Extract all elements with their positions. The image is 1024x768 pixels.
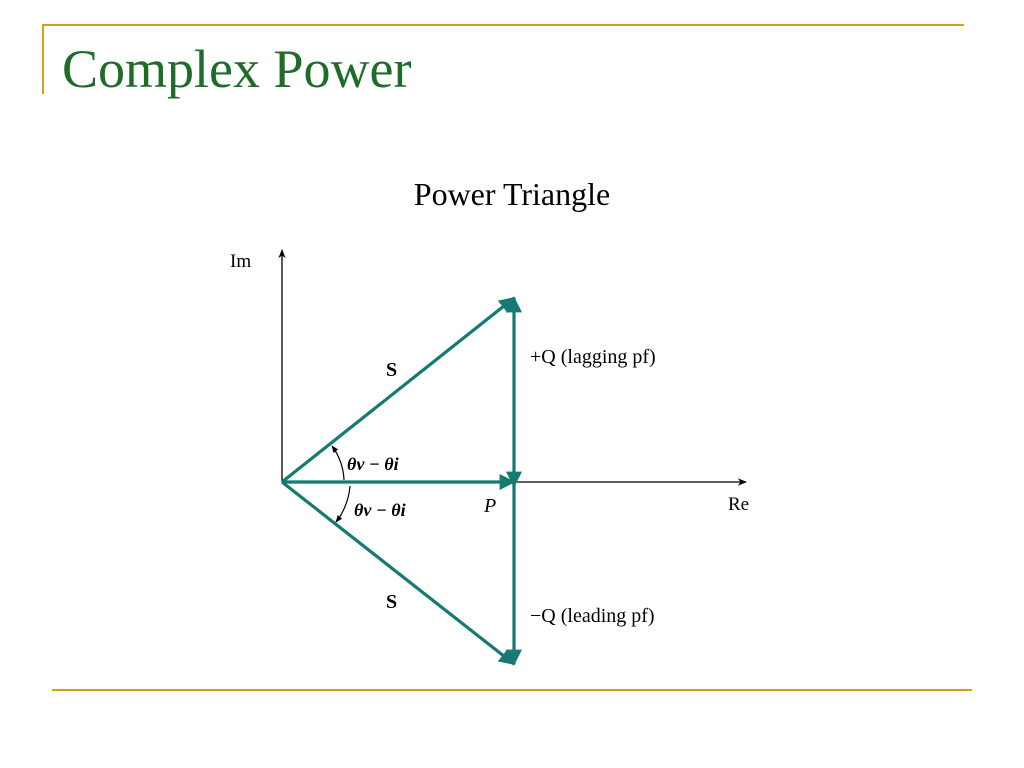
bottom-accent-rule — [52, 689, 972, 691]
slide-title: Complex Power — [62, 39, 412, 99]
diagram-title: Power Triangle — [413, 176, 611, 212]
q-positive-label: +Q (lagging pf) — [530, 346, 656, 368]
s-vector-upper — [281, 296, 516, 484]
angle-label-upper: θv − θi — [347, 454, 399, 474]
s-vector-lower — [281, 480, 516, 666]
angle-arc-lower — [335, 485, 351, 523]
real-axis-label: Re — [728, 494, 749, 515]
top-accent-rule — [42, 24, 964, 26]
p-label: P — [483, 495, 496, 517]
s-label-lower: S — [386, 591, 397, 613]
q-negative-label: −Q (leading pf) — [530, 605, 655, 627]
imaginary-axis-label: Im — [230, 251, 251, 272]
angle-arc-upper — [331, 445, 345, 481]
angle-label-lower: θv − θi — [354, 500, 406, 520]
s-label-upper: S — [386, 359, 397, 381]
left-accent-rule — [42, 24, 44, 94]
